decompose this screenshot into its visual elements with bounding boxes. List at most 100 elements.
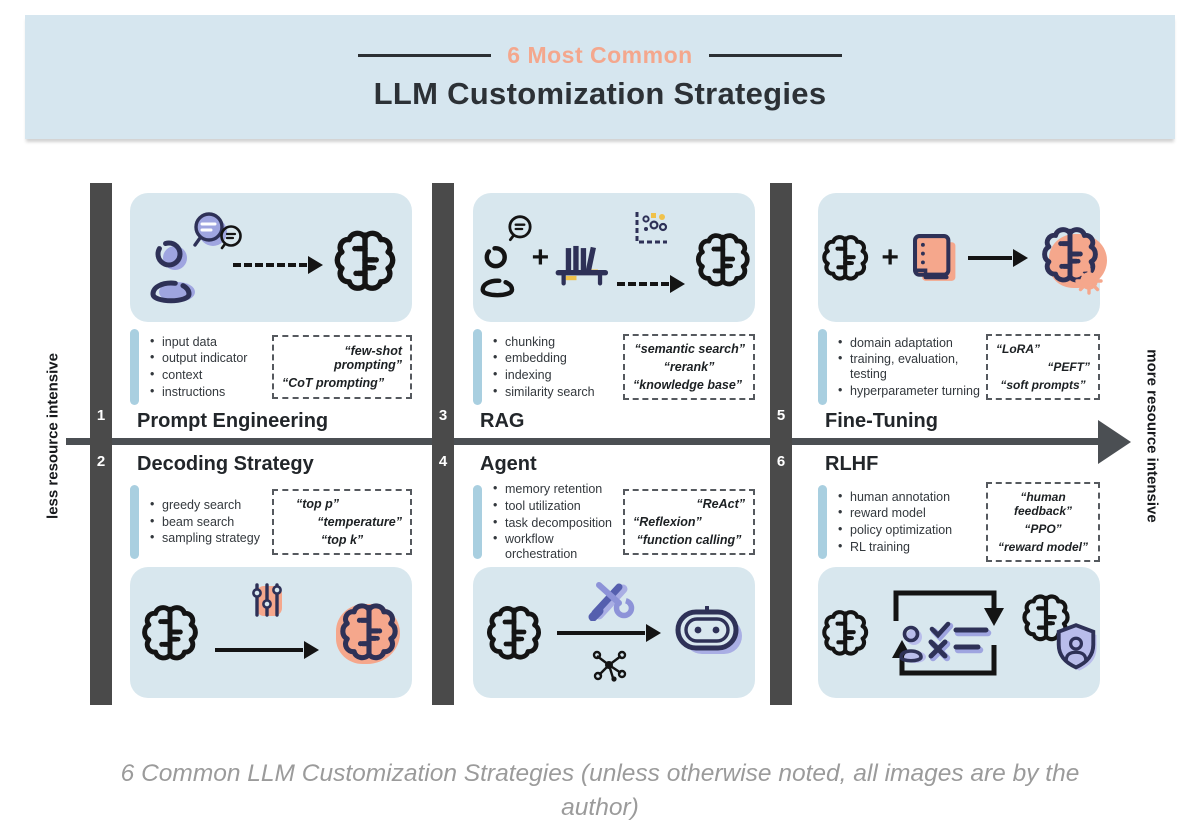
divider-bar-2: 3 4 bbox=[432, 183, 454, 705]
aligned-brain-group bbox=[1018, 590, 1100, 676]
transform-arrow bbox=[213, 582, 321, 668]
keyword: “semantic search” bbox=[634, 342, 745, 356]
bullet-item: beam search bbox=[149, 514, 272, 530]
agent-bullets: memory retention tool utilization task d… bbox=[492, 481, 623, 562]
accent-bar bbox=[130, 329, 139, 405]
shield-user-icon bbox=[1056, 622, 1097, 671]
fine-tuning-illustration: + bbox=[818, 193, 1107, 322]
bullet-item: context bbox=[149, 367, 272, 383]
speech-bubble-icon bbox=[508, 214, 532, 241]
brain-icon bbox=[818, 605, 872, 661]
scatter-chart-icon bbox=[629, 208, 673, 253]
section-number-badge: 1 bbox=[96, 407, 106, 424]
sliders-icon bbox=[248, 580, 286, 620]
accent-bar bbox=[130, 485, 139, 559]
divider-bar-3: 5 6 bbox=[770, 183, 792, 705]
speech-bubble-icon bbox=[220, 224, 242, 249]
user-with-bubble bbox=[473, 214, 532, 300]
bullet-item: input data bbox=[149, 334, 272, 350]
keyword: “LoRA” bbox=[996, 342, 1040, 356]
brain-icon bbox=[818, 227, 872, 289]
plus-icon: + bbox=[531, 240, 550, 274]
rag-keywords: “semantic search” “rerank” “knowledge ba… bbox=[623, 334, 755, 400]
dashed-arrow-icon bbox=[233, 255, 323, 274]
brain-icon bbox=[482, 601, 546, 665]
robot-icon bbox=[672, 604, 746, 660]
decoding-strategy-illustration bbox=[130, 567, 412, 698]
agent-info: memory retention tool utilization task d… bbox=[473, 481, 755, 562]
brain-icon bbox=[691, 228, 755, 292]
rlhf-keywords: “human feedback” “PPO” “reward model” bbox=[986, 482, 1100, 562]
section-title-agent: Agent bbox=[480, 453, 537, 475]
prompt-engineering-illustration bbox=[130, 193, 412, 322]
fine-tuning-info: domain adaptation training, evaluation, … bbox=[818, 329, 1100, 405]
section-title-prompt-engineering: Prompt Engineering bbox=[137, 410, 329, 432]
bullet-item: tool utilization bbox=[492, 498, 623, 514]
bullet-item: sampling strategy bbox=[149, 530, 272, 546]
column-prompt-decoding: input data output indicator context inst… bbox=[130, 160, 412, 742]
page-title: LLM Customization Strategies bbox=[373, 76, 827, 111]
keyword: “function calling” bbox=[636, 533, 742, 547]
bullet-item: reward model bbox=[837, 505, 986, 521]
bullet-item: indexing bbox=[492, 367, 623, 383]
accent-bar bbox=[473, 485, 482, 559]
user-icon bbox=[480, 245, 515, 297]
bullet-item: workflow orchestration bbox=[492, 531, 623, 562]
section-number-badge: 6 bbox=[776, 453, 786, 470]
rag-info: chunking embedding indexing similarity s… bbox=[473, 329, 755, 405]
bullet-item: instructions bbox=[149, 384, 272, 400]
bullet-item: training, evaluation, testing bbox=[837, 351, 986, 382]
notebook-icon bbox=[912, 233, 956, 281]
column-rag-agent: + bbox=[473, 160, 755, 742]
bullet-item: greedy search bbox=[149, 497, 272, 513]
bullet-item: embedding bbox=[492, 350, 623, 366]
tools-icon bbox=[583, 577, 635, 626]
keyword: “ReAct” bbox=[696, 497, 745, 511]
rlhf-info: human annotation reward model policy opt… bbox=[818, 482, 1100, 562]
axis-label-left: less resource intensive bbox=[44, 353, 62, 519]
rag-bullets: chunking embedding indexing similarity s… bbox=[492, 329, 623, 405]
bullet-item: memory retention bbox=[492, 481, 623, 497]
retrieval-arrow bbox=[615, 211, 687, 304]
cycle-arrows-icon bbox=[893, 590, 997, 675]
decoding-strategy-info: greedy search beam search sampling strat… bbox=[130, 485, 412, 559]
brain-icon bbox=[329, 225, 401, 297]
agent-illustration bbox=[473, 567, 755, 698]
checklist-icon bbox=[928, 621, 992, 661]
user-with-bubbles bbox=[141, 210, 242, 306]
section-title-rag: RAG bbox=[480, 410, 525, 432]
keyword: “human feedback” bbox=[1013, 490, 1073, 518]
keyword: “temperature” bbox=[317, 515, 402, 529]
bullet-item: policy optimization bbox=[837, 522, 986, 538]
bullet-item: human annotation bbox=[837, 489, 986, 505]
feedback-loop bbox=[876, 581, 1014, 685]
build-arrow bbox=[554, 581, 664, 682]
bullet-item: domain adaptation bbox=[837, 335, 986, 351]
prompt-engineering-info: input data output indicator context inst… bbox=[130, 329, 412, 405]
bullet-item: output indicator bbox=[149, 350, 272, 366]
bookshelf-icon bbox=[555, 245, 609, 286]
decoding-strategy-keywords: “top p” “temperature” “top k” bbox=[272, 489, 412, 555]
accent-bar bbox=[818, 485, 827, 559]
section-number-badge: 2 bbox=[96, 453, 106, 470]
fine-tuning-keywords: “LoRA” “PEFT” “soft prompts” bbox=[986, 334, 1100, 400]
fine-tuning-bullets: domain adaptation training, evaluation, … bbox=[837, 329, 986, 405]
rag-illustration: + bbox=[473, 193, 755, 322]
brain-icon bbox=[137, 600, 203, 666]
speech-bubble-filled-icon bbox=[193, 211, 227, 247]
bullet-item: RL training bbox=[837, 539, 986, 555]
keyword: “Reflexion” bbox=[633, 515, 702, 529]
figure-caption: 6 Common LLM Customization Strategies (u… bbox=[120, 760, 1080, 821]
keyword: “reward model” bbox=[997, 540, 1089, 554]
divider-bar-1: 1 2 bbox=[90, 183, 112, 705]
bullet-item: task decomposition bbox=[492, 515, 623, 531]
user-icon bbox=[899, 625, 927, 663]
section-title-decoding-strategy: Decoding Strategy bbox=[137, 453, 314, 475]
agent-keywords: “ReAct” “Reflexion” “function calling” bbox=[623, 489, 755, 555]
gear-icon bbox=[1075, 266, 1103, 295]
rlhf-illustration bbox=[818, 567, 1100, 698]
header-banner: 6 Most Common LLM Customization Strategi… bbox=[25, 15, 1175, 139]
section-title-rlhf: RLHF bbox=[825, 453, 879, 475]
axis-label-right: more resource intensive bbox=[1143, 349, 1161, 523]
accent-bar bbox=[473, 329, 482, 405]
